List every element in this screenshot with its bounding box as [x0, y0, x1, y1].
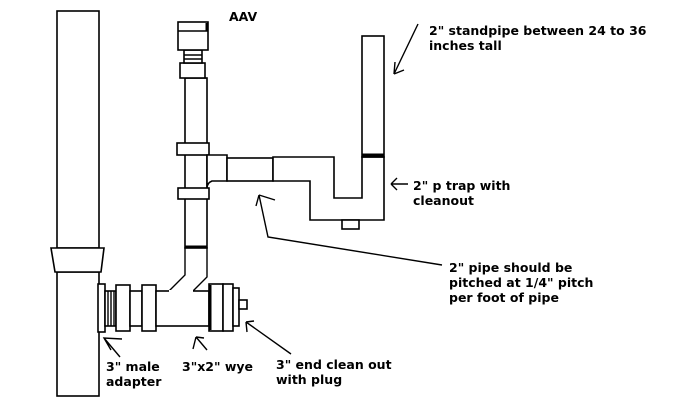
aav-neck — [183, 49, 203, 64]
trap-cleanout-plug — [341, 219, 360, 230]
label-aav: AAV — [229, 9, 258, 24]
p-trap — [272, 156, 385, 221]
vent-pipe — [176, 21, 210, 249]
male-adapter — [97, 283, 157, 333]
trap-arm — [206, 35, 385, 230]
vent-riser — [184, 77, 208, 249]
arrow-wye — [192, 336, 208, 351]
wye-branch — [168, 247, 208, 292]
cleanout-ring — [232, 287, 240, 327]
wye-body — [155, 290, 210, 327]
standpipe — [361, 35, 385, 158]
arrow-pitch — [255, 194, 443, 266]
arrow-standpipe — [393, 23, 419, 75]
cleanout-body — [222, 283, 234, 332]
arrow-cleanout — [245, 320, 292, 355]
label-standpipe: 2" standpipe between 24 to 36 inches tal… — [429, 23, 647, 53]
adapter-flange — [97, 283, 106, 333]
aav — [177, 21, 209, 51]
wye — [155, 247, 210, 327]
tee-hub-upper — [176, 142, 210, 156]
tee-hub-lower — [177, 187, 210, 200]
arrow-ptrap — [390, 177, 408, 191]
label-p-trap: 2" p trap with cleanout — [413, 178, 511, 208]
end-cleanout-plug — [208, 283, 248, 332]
wye-hub — [141, 284, 157, 332]
main-stack-lower — [56, 271, 100, 397]
stack-hub — [50, 247, 105, 273]
adapter-nut — [115, 284, 131, 332]
sanitary-tee-branch — [206, 154, 228, 189]
label-pitch: 2" pipe should be pitched at 1/4" pitch … — [449, 260, 594, 305]
arrows — [102, 23, 443, 358]
vent-coupling — [179, 62, 206, 79]
arrow-male-adapter — [102, 337, 123, 358]
main-stack-upper — [56, 10, 100, 249]
tee-coupling — [226, 157, 274, 182]
main-stack — [50, 10, 105, 397]
adapter-body — [129, 290, 143, 327]
cleanout-plug — [238, 299, 248, 310]
label-male-adapter: 3" male adapter — [106, 359, 162, 389]
label-cleanout: 3" end clean out with plug — [276, 357, 392, 387]
label-wye: 3"x2" wye — [182, 359, 254, 374]
